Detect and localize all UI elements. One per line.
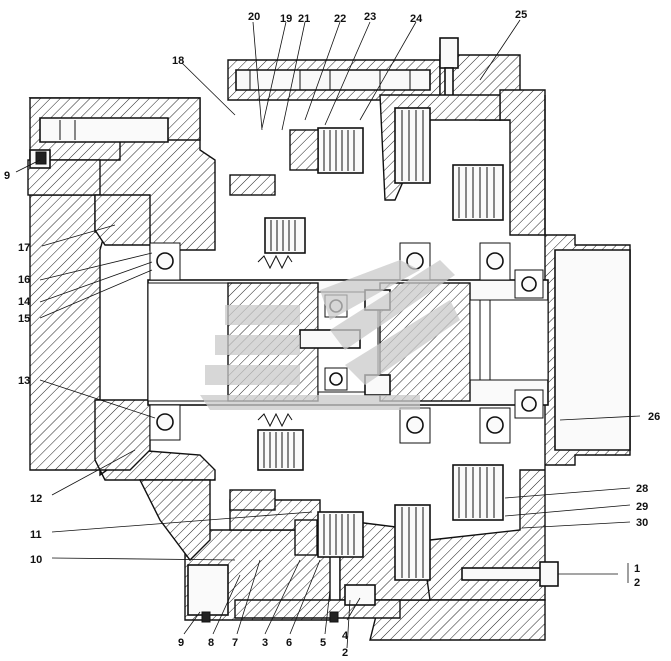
label-12: 12 [30,493,42,505]
label-26: 26 [648,411,660,423]
part-labels: 20 19 21 22 23 24 25 18 9 17 16 14 15 13… [4,9,660,659]
label-20: 20 [248,11,260,23]
label-25: 25 [515,9,527,21]
left-housing [27,97,216,481]
label-7: 7 [232,637,238,649]
label-28: 28 [636,483,648,495]
watermark-logo [200,260,460,410]
label-18: 18 [172,55,184,67]
label-17: 17 [18,242,30,254]
label-11: 11 [30,529,42,541]
label-8: 8 [208,637,214,649]
label-24: 24 [410,13,423,25]
label-1-right: 1 [634,563,640,575]
label-22: 22 [334,13,346,25]
springs [229,129,319,556]
bolts [35,151,559,623]
label-30: 30 [636,517,648,529]
label-3: 3 [262,637,268,649]
leader-lines [15,19,641,649]
label-13: 13 [18,375,30,387]
label-14: 14 [18,296,31,308]
label-19: 19 [280,13,292,25]
label-29: 29 [636,501,648,513]
label-16: 16 [18,274,30,286]
label-10: 10 [30,554,42,566]
label-23: 23 [364,11,376,23]
label-21: 21 [298,13,310,25]
label-2-right: 2 [634,577,640,589]
label-4: 4 [342,630,349,642]
label-2-bottom: 2 [342,647,348,659]
label-15: 15 [18,313,30,325]
label-5: 5 [320,637,326,649]
clutch-packs [257,107,504,581]
label-6: 6 [286,637,292,649]
label-9-bottom: 9 [178,637,184,649]
label-9-top: 9 [4,170,10,182]
